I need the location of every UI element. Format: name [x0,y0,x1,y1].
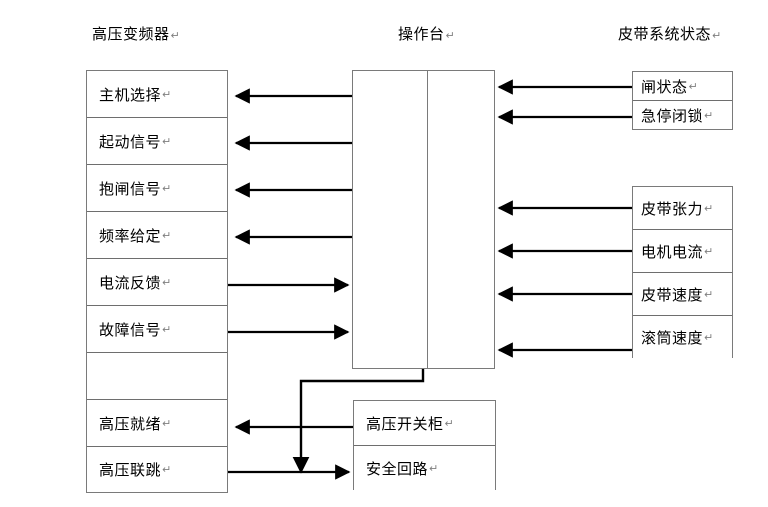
right-top-group-box: 闸状态↵ 急停闭锁↵ [632,71,733,130]
pilcrow-mark: ↵ [162,416,172,430]
pilcrow-mark: ↵ [704,201,714,215]
pilcrow-mark: ↵ [429,461,439,475]
pilcrow-mark: ↵ [704,331,714,344]
left-row-label: 电流反馈 [99,273,162,292]
pilcrow-mark: ↵ [704,244,714,258]
pilcrow-mark: ↵ [162,87,172,101]
pilcrow-mark: ↵ [162,322,172,336]
left-row-6-spacer [87,353,227,400]
pilcrow-mark: ↵ [162,462,172,476]
title-right-column: 皮带系统状态↵ [618,23,722,44]
left-row-label: 抱闸信号 [99,179,162,198]
right-top-row-label: 急停闭锁 [641,106,704,125]
right-bottom-row-label: 皮带张力 [641,199,704,218]
right-bottom-row-label: 滚筒速度 [641,329,704,347]
pilcrow-mark: ↵ [162,228,172,242]
center-console-box[interactable] [352,70,495,369]
console-panel-right [428,71,494,368]
left-row-2[interactable]: 抱闸信号↵ [87,165,227,212]
console-panel-left [353,71,428,368]
pilcrow-mark: ↵ [688,79,698,93]
bottom-row-0[interactable]: 高压开关柜↵ [354,401,495,446]
left-row-0[interactable]: 主机选择↵ [87,71,227,118]
title-center-text: 操作台 [398,25,445,43]
left-row-label: 主机选择 [99,85,162,104]
pilcrow-mark: ↵ [162,181,172,195]
left-row-5[interactable]: 故障信号↵ [87,306,227,353]
pilcrow-mark: ↵ [162,275,172,289]
left-row-1[interactable]: 起动信号↵ [87,118,227,165]
left-row-label: 故障信号 [99,320,162,339]
left-column-box: 主机选择↵ 起动信号↵ 抱闸信号↵ 频率给定↵ 电流反馈↵ 故障信号↵ 高压就绪… [86,70,228,493]
right-top-row-0[interactable]: 闸状态↵ [633,72,732,101]
left-row-label: 高压联跳 [99,460,162,479]
left-row-4[interactable]: 电流反馈↵ [87,259,227,306]
right-bottom-row-2[interactable]: 皮带速度↵ [633,273,732,316]
pilcrow-mark: ↵ [704,287,714,301]
pilcrow-mark: ↵ [712,29,722,42]
right-bottom-row-1[interactable]: 电机电流↵ [633,230,732,273]
pilcrow-mark: ↵ [170,29,181,42]
pilcrow-mark: ↵ [704,108,714,122]
right-bottom-row-3[interactable]: 滚筒速度↵ [633,316,732,359]
bottom-row-label: 安全回路 [366,459,429,478]
pilcrow-mark: ↵ [444,416,454,430]
pilcrow-mark: ↵ [162,134,172,148]
left-row-label: 起动信号 [99,132,162,151]
left-row-8[interactable]: 高压联跳↵ [87,447,227,491]
right-bottom-group-box: 皮带张力↵ 电机电流↵ 皮带速度↵ 滚筒速度↵ [632,186,733,359]
right-bottom-row-label: 电机电流 [641,242,704,261]
left-row-3[interactable]: 频率给定↵ [87,212,227,259]
bottom-row-1[interactable]: 安全回路↵ [354,446,495,490]
bottom-group-box: 高压开关柜↵ 安全回路↵ [353,400,496,490]
left-row-label: 频率给定 [99,226,162,245]
right-bottom-row-label: 皮带速度 [641,285,704,304]
title-left-text: 高压变频器 [92,25,170,43]
title-left-column: 高压变频器↵ [92,23,180,44]
pilcrow-mark: ↵ [445,29,456,42]
right-top-row-label: 闸状态 [641,77,688,96]
bottom-row-label: 高压开关柜 [366,414,444,433]
right-bottom-row-0[interactable]: 皮带张力↵ [633,187,732,230]
title-center-console: 操作台↵ [398,23,455,44]
left-row-label: 高压就绪 [99,414,162,433]
title-right-text: 皮带系统状态 [618,25,712,43]
right-top-row-1[interactable]: 急停闭锁↵ [633,101,732,129]
left-row-7[interactable]: 高压就绪↵ [87,400,227,447]
